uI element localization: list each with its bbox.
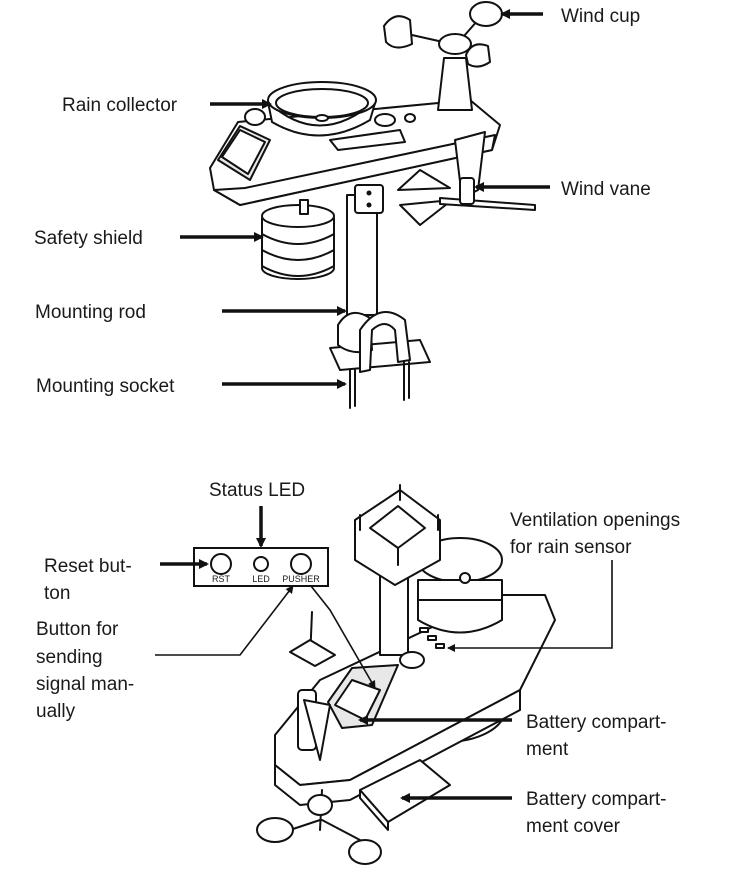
pusher-text: PUSHER [282,574,320,584]
pusher-button[interactable] [290,553,312,575]
wind-cup-label: Wind cup [561,6,640,27]
ventilation-label-line1: Ventilation openings [510,510,680,531]
send-button-label-line1: Button for [36,619,119,640]
reset-button-label-line1: Reset but- [44,556,132,577]
ventilation-leader [447,560,613,652]
mounting-socket-illustration [329,311,431,409]
sensor-assembled-illustration [209,1,536,409]
send-button-label-line4: ually [36,701,76,722]
battery-cover-illustration [359,759,451,831]
status-led-label: Status LED [209,480,305,501]
rain-collector-label: Rain collector [62,95,178,116]
reset-button[interactable] [210,553,232,575]
mounting-rod-label: Mounting rod [35,302,146,323]
safety-shield-label: Safety shield [34,228,143,249]
send-button-leader [155,585,294,656]
rain-collector-illustration [267,81,377,137]
sensor-underside-illustration [256,484,556,865]
led-text: LED [252,574,270,584]
battery-cover-label-line1: Battery compart- [526,789,666,810]
wind-cups-illustration [383,1,503,111]
battery-compartment-label-line2: ment [526,739,569,760]
wind-vane-label: Wind vane [561,179,651,200]
battery-cover-label-line2: ment cover [526,816,621,837]
status-led [253,556,269,572]
rst-text: RST [212,574,231,584]
reset-button-label-line2: ton [44,583,70,604]
send-button-label-line2: sending [36,647,103,668]
battery-compartment-label-line1: Battery compart- [526,712,666,733]
button-panel: RST LED PUSHER [193,547,329,587]
wind-vane-illustration [397,169,536,226]
safety-shield-illustration [261,199,335,280]
mounting-socket-label: Mounting socket [36,376,175,397]
mounting-rod-illustration [346,184,384,316]
ventilation-openings-illustration [419,627,445,649]
panel-to-compartment-leader [310,585,376,689]
send-button-label-line3: signal man- [36,674,134,695]
ventilation-label-line2: for rain sensor [510,537,632,558]
